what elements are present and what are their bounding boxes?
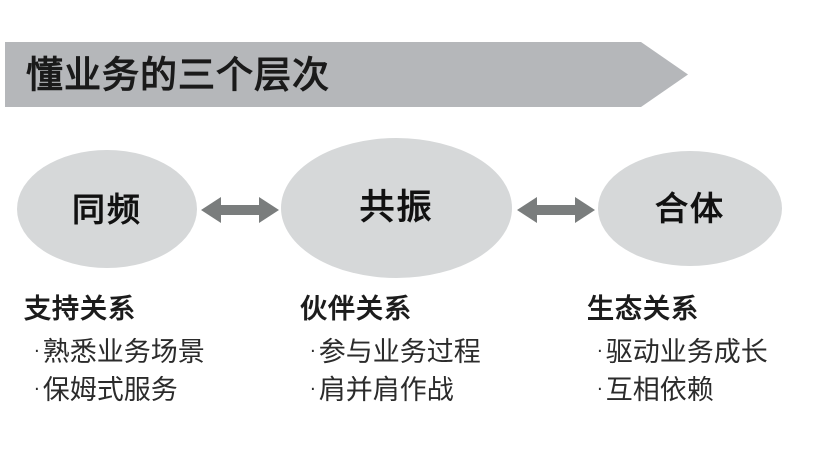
bullet-dot-icon: ·: [310, 379, 316, 401]
flow-node-label: 共振: [359, 187, 434, 228]
bullet-dot-icon: ·: [34, 379, 40, 401]
bullet-dot-icon: ·: [34, 341, 40, 363]
list-item-label: 保姆式服务: [42, 375, 178, 407]
flow-diagram: 同频 共振 合体: [0, 138, 821, 280]
list-item: ·肩并肩作战: [300, 372, 481, 410]
column-heading: 支持关系: [24, 294, 136, 325]
flow-node-label: 同频: [72, 189, 142, 229]
page-title: 懂业务的三个层次: [26, 53, 330, 96]
description-column: 生态关系 ·驱动业务成长 ·互相依赖: [587, 294, 768, 411]
double-headed-arrow-icon: [517, 195, 595, 225]
bullet-dot-icon: ·: [310, 341, 316, 363]
description-columns: 支持关系 ·熟悉业务场景 ·保姆式服务 伙伴关系 ·参与业务过程 ·肩并肩作战 …: [0, 294, 821, 429]
header-banner-arrow-shape: [5, 42, 688, 107]
list-item: ·互相依赖: [587, 372, 768, 410]
double-headed-arrow-icon: [201, 195, 279, 225]
description-column: 伙伴关系 ·参与业务过程 ·肩并肩作战: [300, 294, 481, 411]
column-heading: 生态关系: [587, 294, 699, 325]
bullet-dot-icon: ·: [597, 341, 603, 363]
list-item: ·保姆式服务: [24, 372, 205, 410]
flow-node-heti[interactable]: 合体: [598, 151, 782, 266]
list-item-label: 驱动业务成长: [605, 337, 768, 369]
bullet-dot-icon: ·: [597, 379, 603, 401]
description-column: 支持关系 ·熟悉业务场景 ·保姆式服务: [24, 294, 205, 411]
list-item-label: 熟悉业务场景: [42, 337, 205, 369]
column-heading: 伙伴关系: [300, 294, 412, 325]
list-item: ·参与业务过程: [300, 334, 481, 372]
flow-node-gongzhen[interactable]: 共振: [281, 138, 512, 278]
list-item: ·驱动业务成长: [587, 334, 768, 372]
list-item-label: 互相依赖: [605, 375, 714, 407]
header-banner: 懂业务的三个层次: [5, 42, 688, 107]
flow-node-label: 合体: [655, 189, 725, 228]
flow-node-tongpin[interactable]: 同频: [17, 150, 197, 268]
list-item-label: 肩并肩作战: [318, 375, 454, 407]
list-item: ·熟悉业务场景: [24, 334, 205, 372]
list-item-label: 参与业务过程: [318, 337, 481, 369]
